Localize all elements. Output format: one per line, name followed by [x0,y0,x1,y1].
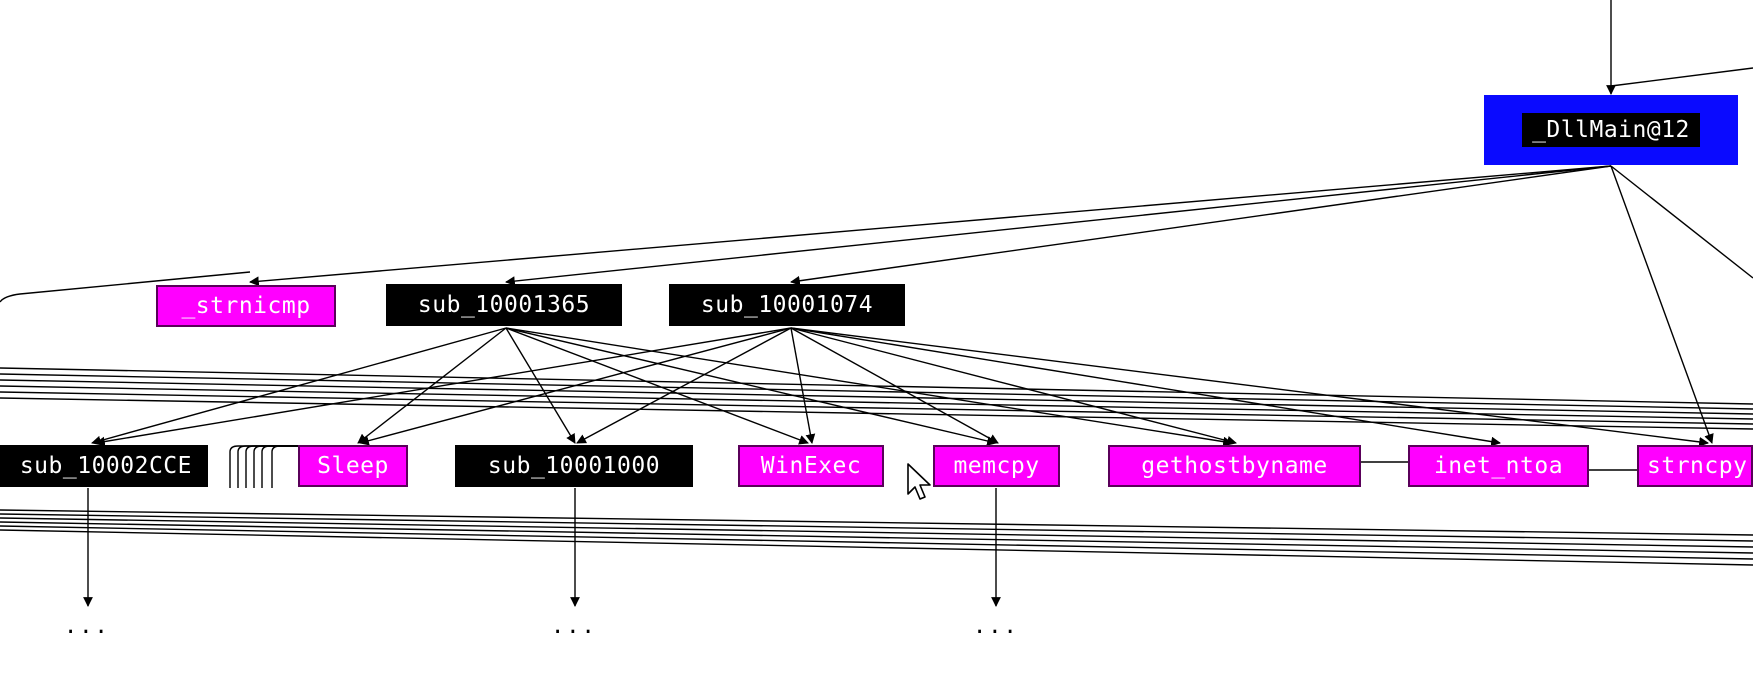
edge-offscreen-right-top [1610,67,1753,87]
edge-lower-fan-0 [0,509,1753,536]
edge-bracket-2 [245,445,298,488]
edge-bracket-3 [253,445,298,488]
node-sub-10001074[interactable]: sub_10001074 [669,284,905,326]
edge-sub-10001074-strncpy [790,327,1709,447]
node-strnicmp-label: _strnicmp [181,293,311,319]
edge-sub-10001074-inet-ntoa [790,327,1501,447]
node-inet-ntoa[interactable]: inet_ntoa [1408,445,1589,487]
edge-lower-fan-2 [0,517,1753,548]
node-sub-10001074-label: sub_10001074 [700,292,874,318]
node-winexec-label: WinExec [760,453,862,479]
edge-bracket-0 [229,445,298,488]
edge-sub-10001074-sub-10001000 [576,327,792,444]
edge-sub-10001074-gethostbyname [790,327,1237,446]
node-strncpy-label: strncpy [1647,453,1748,479]
edge-left-fan-0 [0,367,1753,405]
edge-sub-10001365-memcpy [505,327,997,446]
edge-dllmain-sub-10001074 [790,165,1612,286]
node-memcpy[interactable]: memcpy [933,445,1060,487]
node-memcpy-label: memcpy [953,453,1040,479]
edge-left-fan-3 [0,385,1753,420]
collapsed-below-memcpy[interactable]: ... [973,614,1019,639]
node-sleep-label: Sleep [317,453,389,479]
node-strncpy[interactable]: strncpy [1637,445,1753,487]
node-sub-10001000-label: sub_10001000 [487,453,661,479]
edge-left-fan-2 [0,379,1753,415]
node-strnicmp[interactable]: _strnicmp [156,285,336,327]
edge-sub-10001365-sub-10001000 [505,327,576,444]
node-sub-10001365[interactable]: sub_10001365 [386,284,622,326]
edge-bracket-5 [271,445,298,488]
node-dllmain-label: _DllMain@12 [1522,113,1700,147]
edge-sub-10001074-memcpy [790,327,999,444]
node-sub-10002cce[interactable]: sub_10002CCE [0,445,208,487]
collapsed-below-sub-10002cce[interactable]: ... [64,614,110,639]
edge-lower-fan-1 [0,513,1753,542]
edge-lower-fan-4 [0,525,1753,560]
edge-offscreen-left-strnicmp [0,271,251,303]
edge-dllmain-strncpy [1610,165,1714,444]
edge-sub-10001365-sleep [357,327,507,444]
edge-sub-10001074-sub-10002cce [95,327,792,447]
node-gethostbyname-label: gethostbyname [1141,453,1328,479]
node-dllmain[interactable]: _DllMain@12 [1484,95,1738,165]
edge-dllmain-offscreen-right [1610,165,1753,279]
node-inet-ntoa-label: inet_ntoa [1433,453,1564,479]
node-gethostbyname[interactable]: gethostbyname [1108,445,1361,487]
node-sub-10002cce-label: sub_10002CCE [19,453,192,479]
edge-left-fan-1 [0,373,1753,410]
edge-left-fan-4 [0,391,1753,425]
edge-sub-10001365-winexec [505,327,809,445]
collapsed-below-sub-10001000[interactable]: ... [551,614,597,639]
node-winexec[interactable]: WinExec [738,445,884,487]
edge-sub-10001074-winexec [790,327,816,444]
edge-lower-fan-5 [0,529,1753,566]
mouse-pointer-icon [907,463,931,500]
edge-bracket-1 [237,445,298,488]
edge-dllmain-sub-10001365 [505,165,1612,286]
edge-bracket-4 [261,445,298,488]
edge-dllmain-strnicmp [249,165,1612,287]
edge-left-fan-5 [0,397,1753,430]
node-sub-10001000[interactable]: sub_10001000 [455,445,693,487]
node-sleep[interactable]: Sleep [298,445,408,487]
node-sub-10001365-label: sub_10001365 [417,292,591,318]
edge-lower-fan-3 [0,521,1753,554]
